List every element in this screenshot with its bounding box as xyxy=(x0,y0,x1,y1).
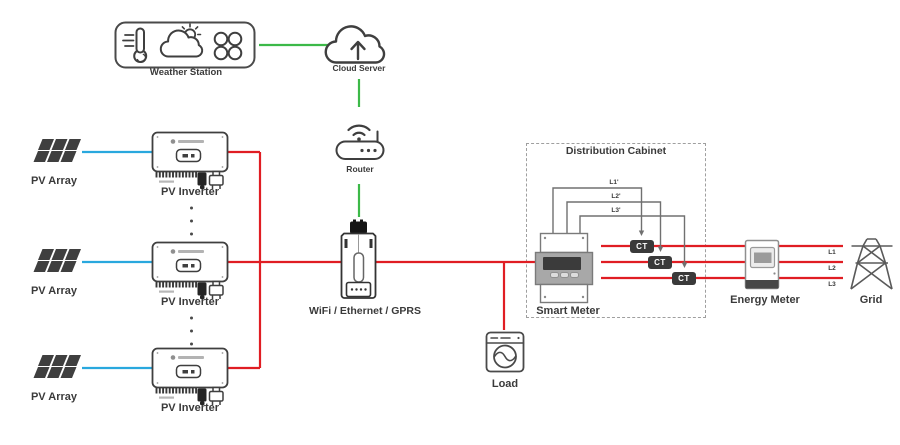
comm-lines xyxy=(259,43,361,217)
sun-cloud-icon xyxy=(159,23,204,58)
phase-label-l1: L1 xyxy=(828,249,836,256)
grid-label: Grid xyxy=(859,294,883,306)
thermometer-icon xyxy=(122,27,148,63)
pv-inverter-icon-3 xyxy=(151,347,229,405)
pv-inverter-label-2: PV Inverter xyxy=(160,296,220,308)
pv-array-label-3: PV Array xyxy=(30,391,78,403)
wire-label-l2p: L2' xyxy=(611,193,621,200)
pv-array-icon-3 xyxy=(33,355,81,378)
energy-meter-label: Energy Meter xyxy=(730,294,800,306)
pv-inverter-label-3: PV Inverter xyxy=(160,402,220,414)
inverter-brand-logo xyxy=(170,139,204,144)
pv-inverter-label-1: PV Inverter xyxy=(160,186,220,198)
wire-label-l1p: L1' xyxy=(609,179,619,186)
weather-station-box xyxy=(114,21,256,69)
energy-meter-icon xyxy=(744,239,780,290)
ellipsis-dots xyxy=(190,206,193,346)
smart-meter-icon xyxy=(534,232,594,304)
pv-array-icon-2 xyxy=(33,249,81,272)
dc-lines xyxy=(82,150,152,370)
load-label: Load xyxy=(491,378,519,390)
ct-block-3: CT xyxy=(672,272,696,285)
router-icon xyxy=(335,124,385,160)
dongle-label: WiFi / Ethernet / GPRS xyxy=(309,305,421,317)
load-icon xyxy=(485,331,525,373)
wire-label-l3p: L3' xyxy=(611,207,621,214)
distribution-cabinet-title: Distribution Cabinet xyxy=(565,145,667,157)
wifi-dongle-icon xyxy=(340,219,377,299)
grid-tower-icon xyxy=(850,238,893,290)
pv-inverter-icon-2 xyxy=(151,241,229,299)
ct-wires xyxy=(552,187,686,263)
cloud-server-label: Cloud Server xyxy=(332,63,386,73)
phase-label-l3: L3 xyxy=(828,281,836,288)
cloud-server-icon xyxy=(324,25,386,64)
pv-array-label-1: PV Array xyxy=(30,175,78,187)
smart-meter-label: Smart Meter xyxy=(536,305,600,317)
distribution-cabinet-box xyxy=(526,143,706,318)
pv-array-icon-1 xyxy=(33,139,81,162)
inverter-brand-logo xyxy=(170,249,204,254)
anemometer-icon xyxy=(213,31,243,61)
ct-block-2: CT xyxy=(648,256,672,269)
pv-inverter-icon-1 xyxy=(151,131,229,189)
inverter-brand-logo xyxy=(170,355,204,360)
weather-station-label: Weather Station xyxy=(149,67,223,78)
router-label: Router xyxy=(346,164,374,174)
pv-array-label-2: PV Array xyxy=(30,285,78,297)
ct-wire-arrowheads xyxy=(638,230,688,268)
ct-block-1: CT xyxy=(630,240,654,253)
phase-label-l2: L2 xyxy=(828,265,836,272)
